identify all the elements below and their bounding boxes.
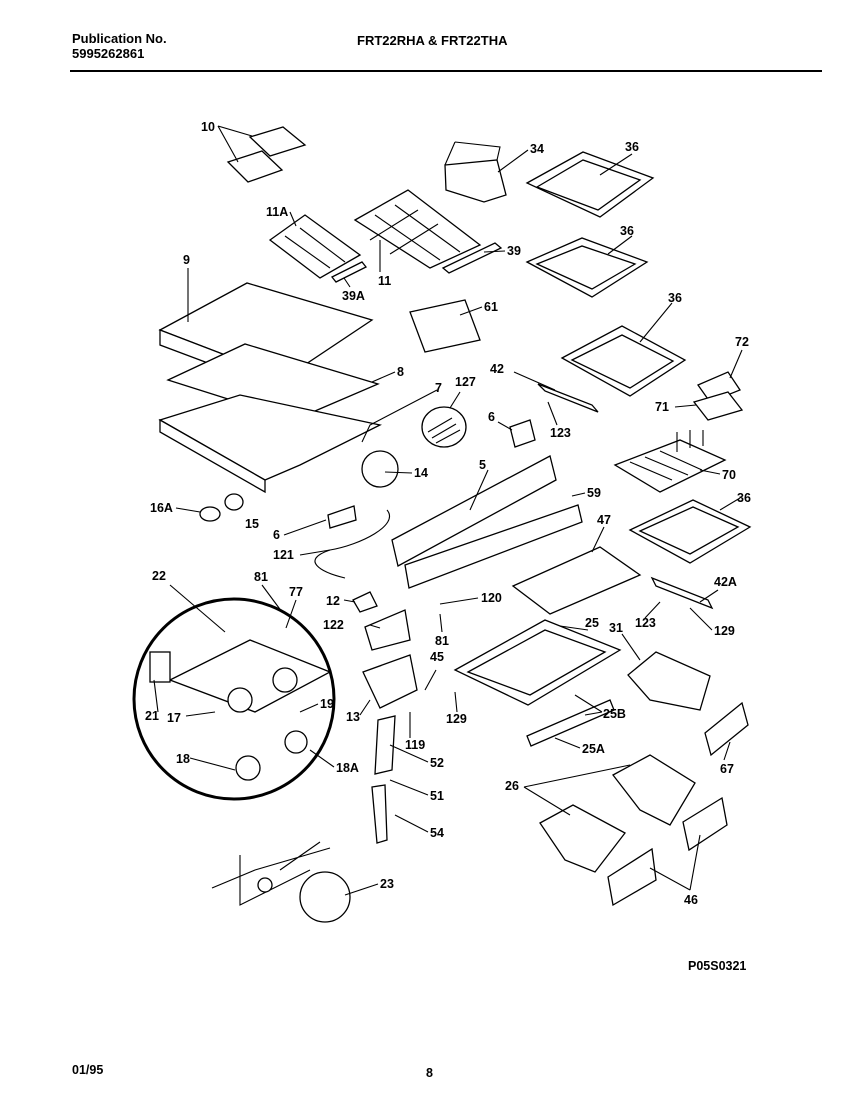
- publication-number: 5995262861: [72, 46, 145, 61]
- callout-42: 42: [490, 362, 504, 376]
- callout-23: 23: [380, 877, 394, 891]
- callout-16a: 16A: [150, 501, 173, 515]
- leader-lines: [153, 125, 743, 896]
- page-number: 8: [426, 1066, 433, 1080]
- callout-17: 17: [167, 711, 181, 725]
- callout-42a: 42A: [714, 575, 737, 589]
- callout-51: 51: [430, 789, 444, 803]
- callout-123-b: 123: [635, 616, 656, 630]
- callout-45: 45: [430, 650, 444, 664]
- callout-6-a: 6: [488, 410, 495, 424]
- callout-61: 61: [484, 300, 498, 314]
- callout-13: 13: [346, 710, 360, 724]
- callout-6-b: 6: [273, 528, 280, 542]
- callout-11: 11: [378, 274, 391, 288]
- callout-70: 70: [722, 468, 736, 482]
- callout-18: 18: [176, 752, 190, 766]
- callout-129-a: 129: [714, 624, 735, 638]
- callout-9: 9: [183, 253, 190, 267]
- callout-10: 10: [201, 120, 215, 134]
- callouts: 10 34 36 11A 11 39 36 39A 9 61 36 72 42 …: [145, 120, 751, 973]
- callout-22: 22: [152, 569, 166, 583]
- callout-67: 67: [720, 762, 734, 776]
- callout-46: 46: [684, 893, 698, 907]
- callout-31: 31: [609, 621, 623, 635]
- publication-label: Publication No.: [72, 31, 167, 46]
- callout-123-a: 123: [550, 426, 571, 440]
- callout-39a: 39A: [342, 289, 365, 303]
- callout-47: 47: [597, 513, 611, 527]
- callout-14: 14: [414, 466, 428, 480]
- callout-71: 71: [655, 400, 669, 414]
- callout-120: 120: [481, 591, 502, 605]
- callout-36-d: 36: [737, 491, 751, 505]
- callout-18a: 18A: [336, 761, 359, 775]
- callout-25a: 25A: [582, 742, 605, 756]
- callout-54: 54: [430, 826, 444, 840]
- diagram-code: P05S0321: [688, 959, 746, 973]
- header-rule: [70, 70, 822, 72]
- callout-39: 39: [507, 244, 521, 258]
- callout-36-c: 36: [668, 291, 682, 305]
- callout-72: 72: [735, 335, 749, 349]
- callout-11a: 11A: [266, 205, 288, 219]
- callout-12: 12: [326, 594, 340, 608]
- callout-25b: 25B: [603, 707, 626, 721]
- callout-119: 119: [405, 738, 425, 752]
- callout-15: 15: [245, 517, 259, 531]
- callout-127: 127: [455, 375, 476, 389]
- callout-121: 121: [273, 548, 294, 562]
- callout-81-a: 81: [254, 570, 268, 584]
- callout-36-a: 36: [625, 140, 639, 154]
- callout-21: 21: [145, 709, 159, 723]
- callout-34: 34: [530, 142, 544, 156]
- footer-date: 01/95: [72, 1063, 104, 1077]
- callout-52: 52: [430, 756, 444, 770]
- model-numbers: FRT22RHA & FRT22THA: [357, 33, 508, 48]
- callout-129-b: 129: [446, 712, 467, 726]
- callout-122: 122: [323, 618, 344, 632]
- callout-77: 77: [289, 585, 303, 599]
- callout-36-b: 36: [620, 224, 634, 238]
- callout-5: 5: [479, 458, 486, 472]
- callout-7: 7: [435, 381, 442, 395]
- callout-8: 8: [397, 365, 404, 379]
- callout-25: 25: [585, 616, 599, 630]
- callout-59: 59: [587, 486, 601, 500]
- callout-19: 19: [320, 697, 334, 711]
- callout-26: 26: [505, 779, 519, 793]
- callout-81-b: 81: [435, 634, 449, 648]
- parts-artwork: [132, 126, 752, 923]
